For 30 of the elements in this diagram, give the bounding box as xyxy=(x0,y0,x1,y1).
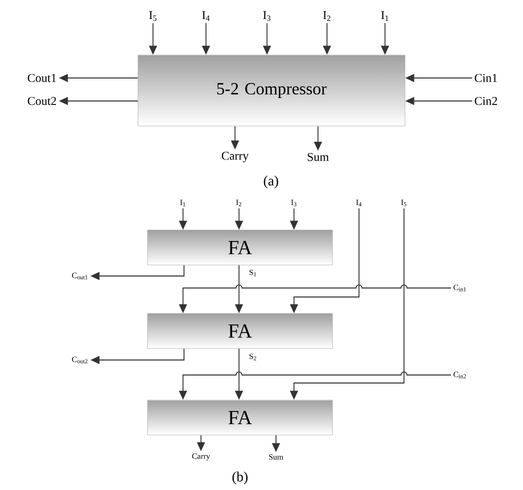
signal-label: Carry xyxy=(222,152,249,162)
signal-label: I$_{3}$ xyxy=(263,11,270,21)
signal-label: Sum xyxy=(269,454,284,460)
signal-label: Cout1 xyxy=(28,74,56,82)
signal-label: C$_{out2}$ xyxy=(72,356,88,364)
signal-label: I$_{5}$ xyxy=(149,11,156,21)
figure-label: (a) xyxy=(264,176,278,188)
signal-label: I$_{3}$ xyxy=(291,200,296,206)
signal-label: C$_{in2}$ xyxy=(454,372,466,378)
signal-label: Cin2 xyxy=(474,96,497,106)
signal-label: Cin1 xyxy=(474,74,497,82)
signal-label: I$_{5}$ xyxy=(401,200,406,206)
signal-label: I$_{4}$ xyxy=(356,200,362,206)
edge-label: S$_{2}$ xyxy=(248,352,258,362)
signal-label: I$_{4}$ xyxy=(202,11,210,21)
signal-label: Carry xyxy=(192,453,210,460)
full-adder-box: FA xyxy=(147,230,333,266)
signal-label: I$_{2}$ xyxy=(236,200,242,206)
signal-label: C$_{in1}$ xyxy=(454,284,466,292)
signal-label: C$_{out1}$ xyxy=(72,272,88,280)
signal-label: Cout2 xyxy=(28,96,56,106)
signal-label: Sum xyxy=(308,152,329,162)
signal-label: I$_{1}$ xyxy=(381,11,388,21)
figure-label: (b) xyxy=(232,472,248,484)
full-adder-box: FA xyxy=(147,313,333,349)
signal-label: I$_{1}$ xyxy=(180,200,186,206)
edge-label: S$_{1}$ xyxy=(248,268,258,278)
full-adder-box: FA xyxy=(147,400,333,436)
signal-label: I$_{2}$ xyxy=(323,11,330,21)
compressor-box: 5-2 Compressor xyxy=(138,54,406,126)
